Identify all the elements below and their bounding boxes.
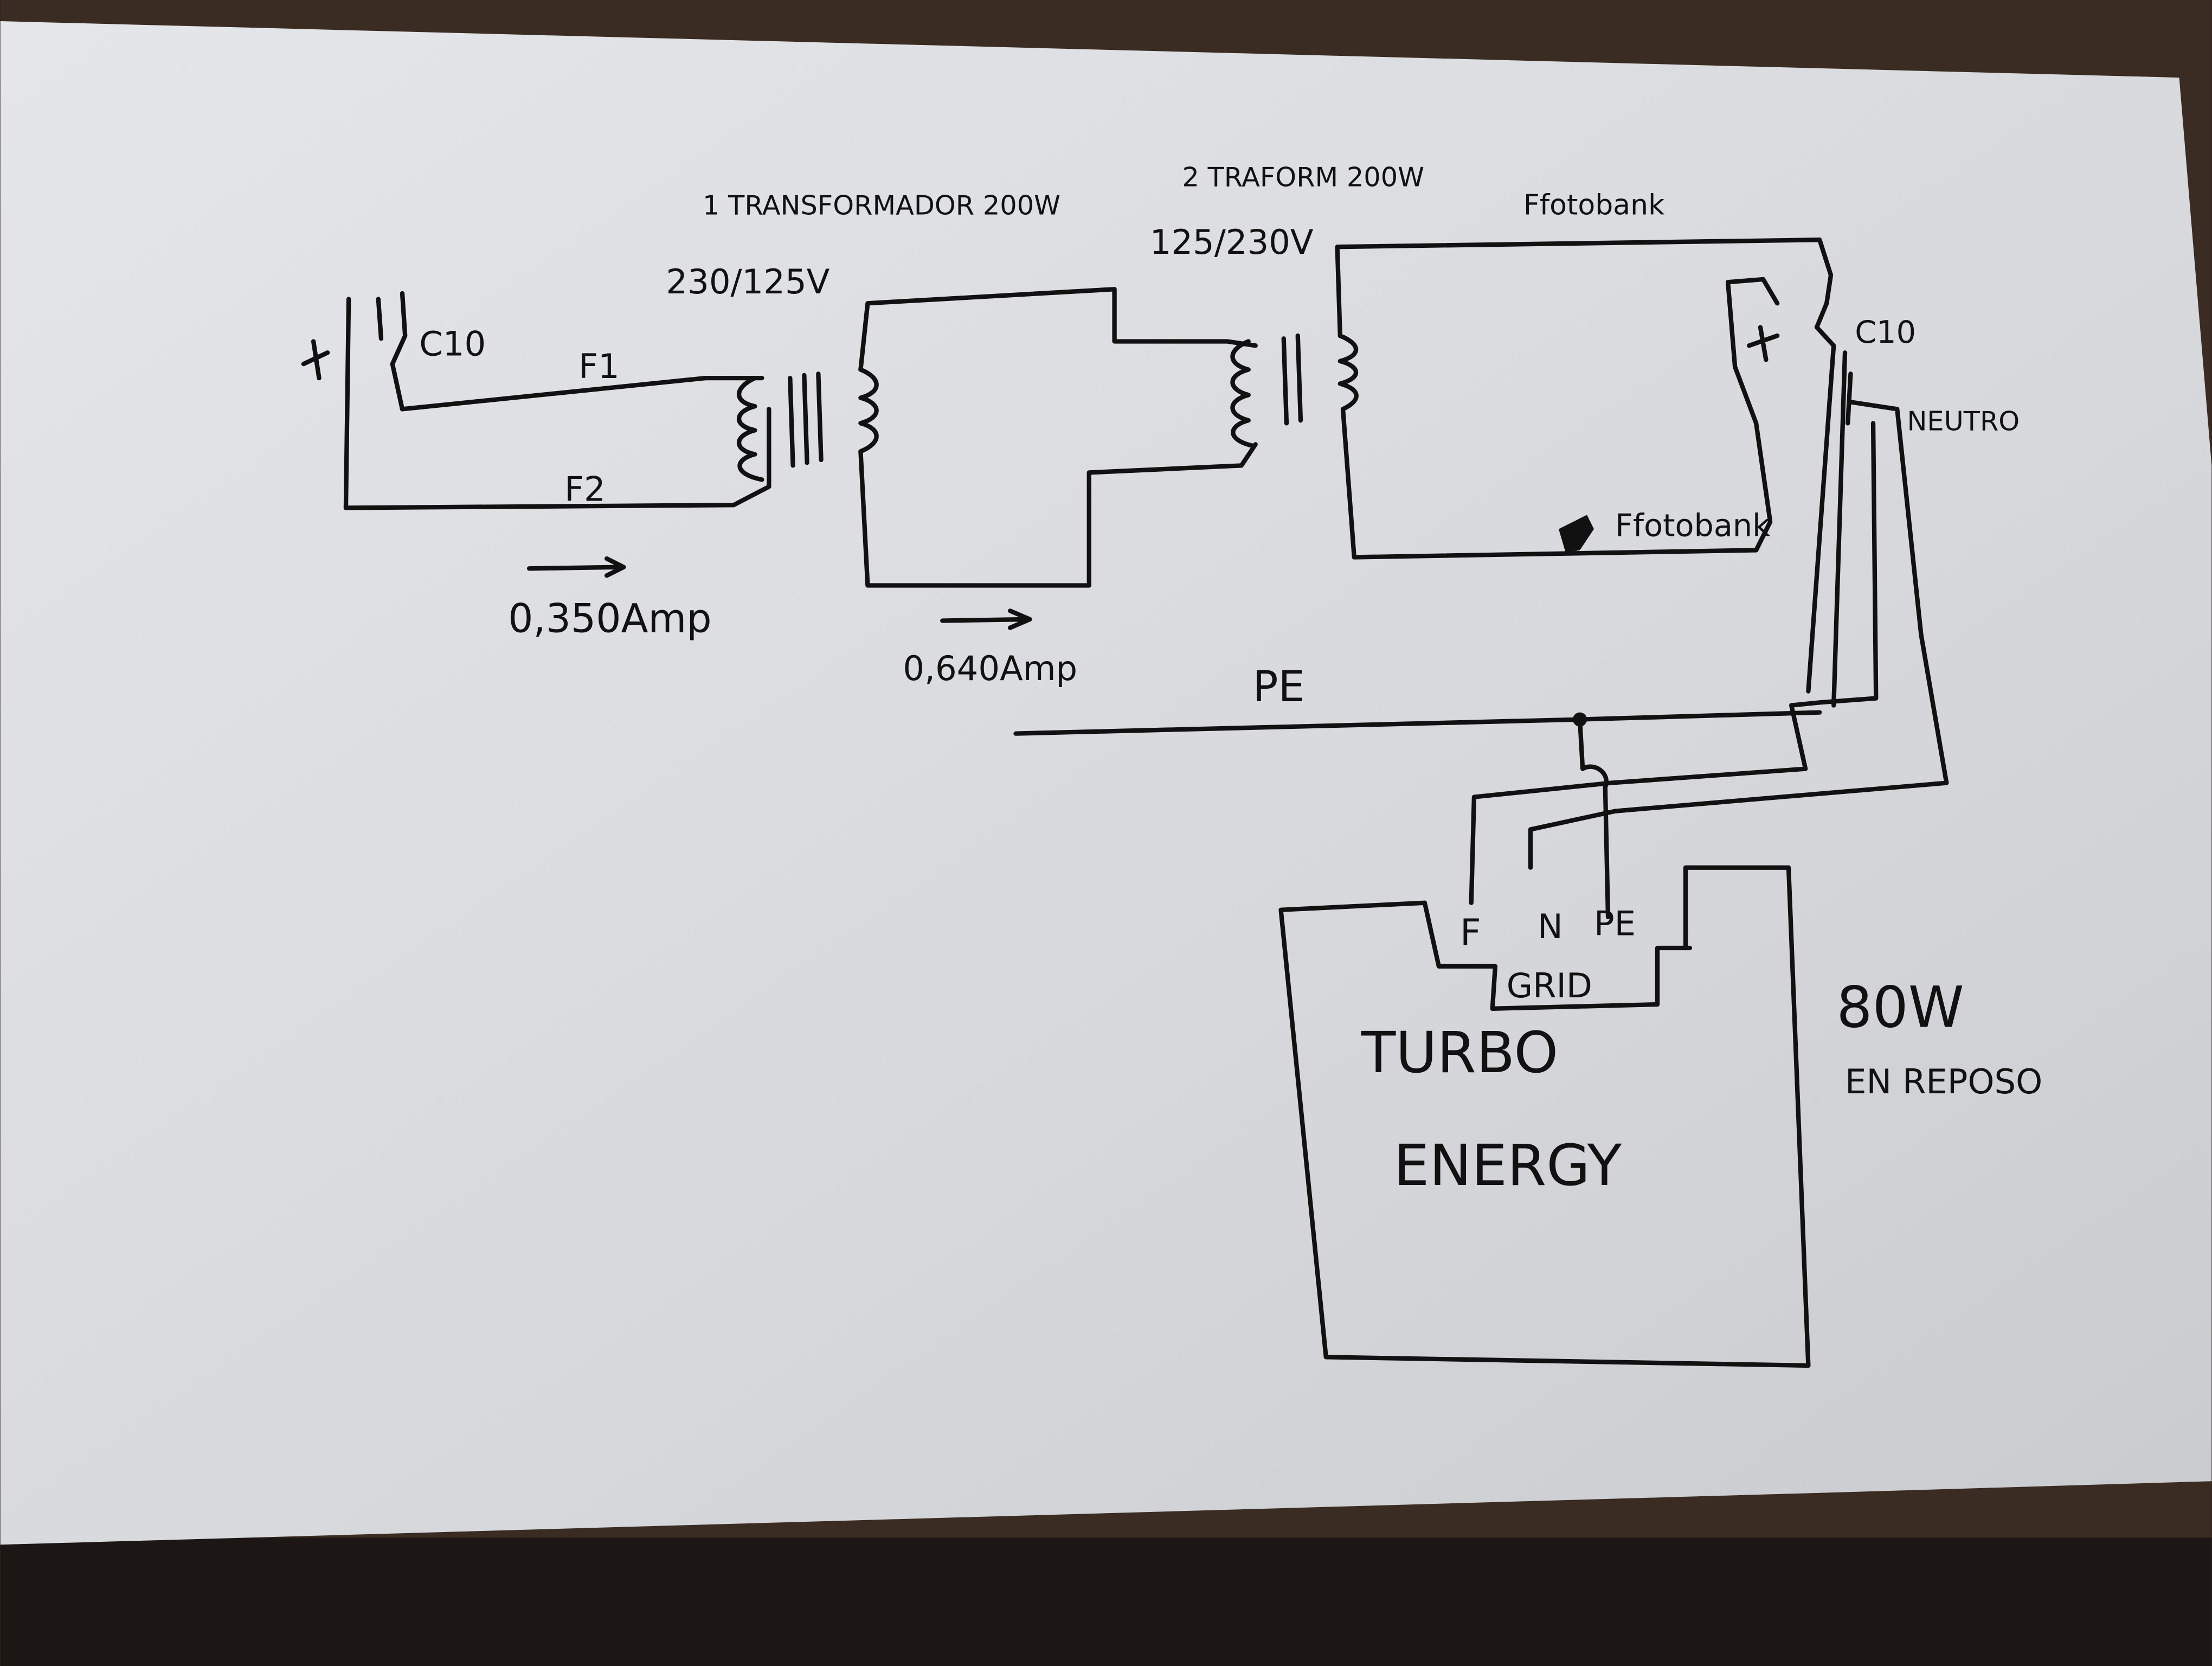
paper-sheet [0,21,2212,1545]
inverter-name-line1: TURBO [1361,1020,1558,1086]
transformer-2-symbol [1230,333,1359,448]
wire-f1-label: F1 [578,347,620,386]
current-1-arrow [526,556,626,578]
transformer-1-symbol [737,367,879,482]
fotobank-dot-marker [1558,515,1594,553]
inverter-box [1278,865,1811,1368]
terminal-n-label: N [1538,907,1563,946]
fotobank-bottom-label: Ffotobank [1615,508,1770,543]
inverter-name-line2: ENERGY [1394,1132,1622,1199]
terminal-grid-label: GRID [1507,966,1592,1005]
terminal-pe-label: PE [1594,904,1636,944]
wire-f2-label: F2 [564,469,606,509]
neutral-label: NEUTRO [1907,405,2020,437]
breaker-left-symbol [301,291,408,510]
standby-power-label: EN REPOSO [1845,1062,2042,1101]
breaker-left-label: C10 [419,324,486,363]
standby-power-value: 80W [1836,975,1964,1041]
terminal-block [1422,900,1693,1011]
wire-phase [1469,421,1879,905]
wire-pe-drop [1577,717,1611,919]
wire-f1 [400,375,764,412]
breaker-right-label: C10 [1855,315,1916,350]
wire-neutral [1528,400,1949,870]
fotobank-top-label: Ffotobank [1523,189,1664,221]
table-dark-area [0,1537,2212,1666]
wire-c10-right [1846,371,1853,426]
wire-fotobank-loop [1335,238,1834,560]
pe-label: PE [1253,663,1305,712]
transformer-2-ratio: 125/230V [1150,222,1314,262]
wire-mid-bottom [858,442,1258,588]
wire-mid-top [858,287,1258,372]
transformer-1-title: 1 TRANSFORMADOR 200W [703,189,1060,221]
wire-f2 [343,407,771,510]
current-2-arrow [940,608,1032,630]
transformer-2-title: 2 TRAFORM 200W [1182,161,1424,193]
current-1-label: 0,350Amp [508,595,712,642]
transformer-1-ratio: 230/125V [666,262,829,302]
breaker-right-symbol [1746,301,1848,708]
current-2-label: 0,640Amp [903,649,1077,688]
terminal-f-label: F [1460,911,1481,954]
